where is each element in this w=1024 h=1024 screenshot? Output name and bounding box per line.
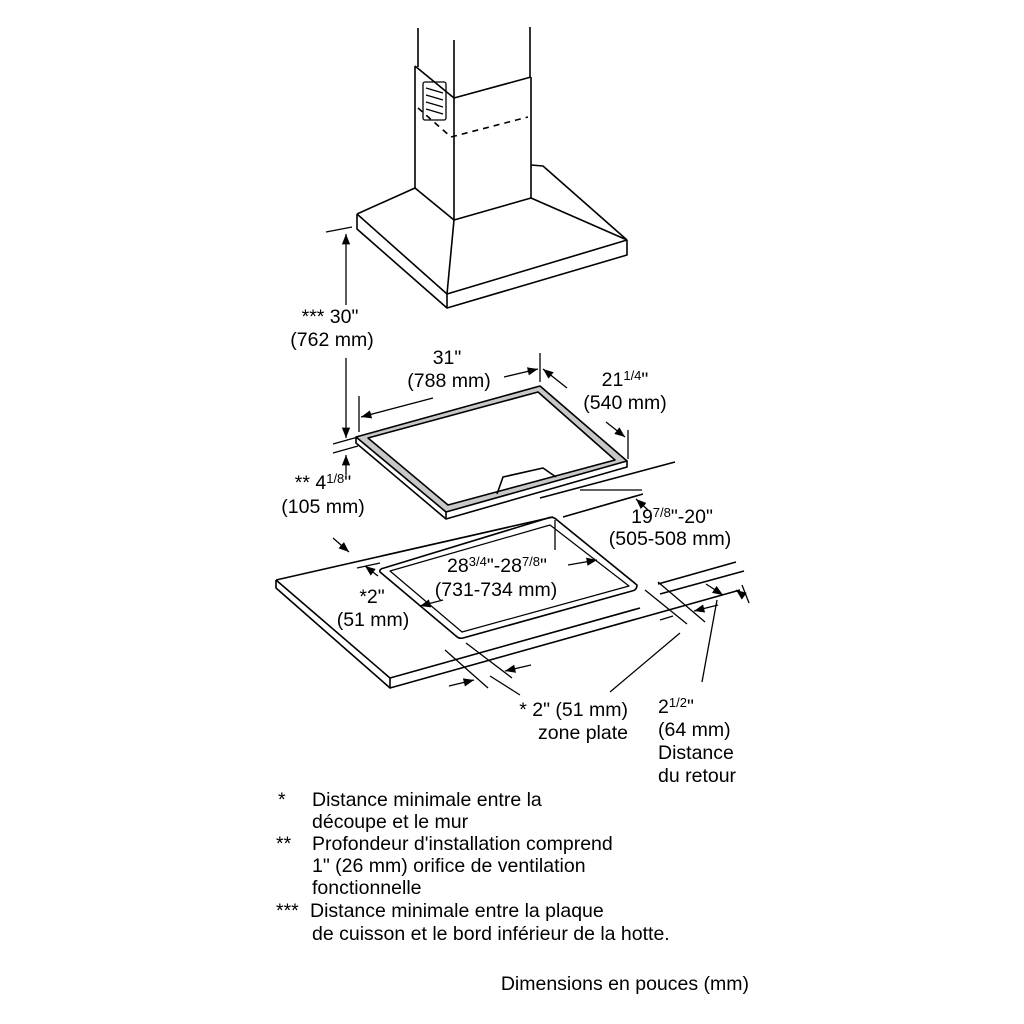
footnote-line: 1" (26 mm) orifice de ventilation [312, 855, 586, 877]
depth-label: 211/4" [601, 368, 649, 393]
countertop [275, 461, 745, 689]
wall-clearance-label: *2" [359, 586, 385, 608]
install-depth-whole: ** 4 [294, 472, 327, 494]
depth-metric: (540 mm) [583, 392, 667, 414]
footnote-line: découpe et le mur [312, 811, 469, 833]
cutout-width-whole1: 28 [447, 555, 469, 577]
backsplash-suffix: " [686, 696, 694, 718]
depth-fraction: 1/4 [623, 368, 642, 383]
units-note: Dimensions en pouces (mm) [500, 973, 749, 995]
install-depth-fraction: 1/8 [326, 471, 345, 486]
backsplash-label: 21/2" [658, 695, 694, 720]
hood-height-label: *** 30" [301, 306, 359, 328]
cutout-depth-metric: (505-508 mm) [608, 528, 732, 550]
wall-clearance-metric: (51 mm) [336, 609, 410, 631]
width-label: 31" [432, 347, 462, 369]
install-depth-label: ** 41/8" [294, 471, 352, 496]
backsplash-fraction: 1/2 [668, 695, 687, 710]
footnote-line: de cuisson et le bord inférieur de la ho… [312, 923, 670, 945]
footnote-line: Distance minimale entre la [312, 789, 542, 811]
cutout-depth-range: "-20" [670, 506, 713, 528]
install-depth-suffix: " [344, 472, 352, 494]
flat-zone-text: zone plate [538, 722, 628, 744]
backsplash-text-1: Distance [658, 742, 734, 764]
depth-suffix: " [641, 369, 649, 391]
cooktop [355, 385, 628, 520]
footnote-mark: ** [276, 833, 292, 855]
backsplash-text-2: du retour [658, 765, 737, 787]
depth-whole: 21 [601, 369, 624, 391]
width-metric: (788 mm) [407, 370, 491, 392]
cutout-width-mid: "-28 [486, 555, 522, 577]
backsplash-metric: (64 mm) [658, 719, 731, 741]
vent-grille-icon [422, 81, 447, 121]
footnote-mark: * [278, 789, 286, 811]
dimension-lines [325, 226, 750, 696]
cutout-width-fraction2: 7/8 [521, 554, 541, 569]
footnote-line: fonctionnelle [312, 877, 422, 899]
cutout-width-label: 283/4"-287/8" [447, 554, 547, 579]
backsplash-whole: 2 [658, 696, 669, 718]
footnote-line: Distance minimale entre la plaque [310, 900, 604, 922]
footnote-mark: *** [276, 900, 299, 922]
cutout-depth-label: 197/8"-20" [631, 505, 713, 530]
range-hood [356, 27, 628, 309]
flat-zone-label: * 2" (51 mm) [519, 699, 628, 721]
footnote-line: Profondeur d'installation comprend [312, 833, 613, 855]
install-depth-metric: (105 mm) [281, 496, 365, 518]
cutout-width-suffix: " [540, 555, 547, 577]
hood-height-metric: (762 mm) [290, 329, 374, 351]
cutout-depth-fraction: 7/8 [652, 505, 671, 520]
cutout-width-metric: (731-734 mm) [434, 579, 558, 601]
cutout-depth-whole: 19 [631, 506, 653, 528]
cutout-width-fraction1: 3/4 [468, 554, 487, 569]
